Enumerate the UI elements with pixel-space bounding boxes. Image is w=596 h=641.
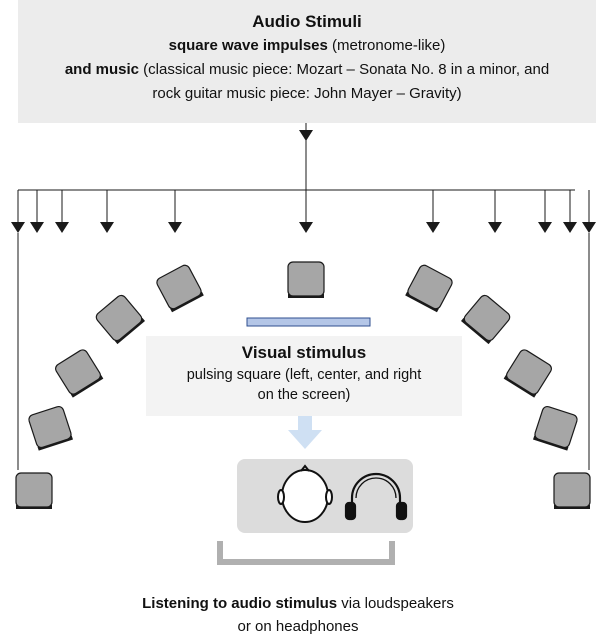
visual-stimulus-text: Visual stimulus pulsing square (left, ce…	[146, 341, 462, 405]
visual-stimulus-title: Visual stimulus	[241, 343, 367, 362]
audio-stimuli-title: Audio Stimuli	[252, 12, 362, 31]
speaker-feeds	[11, 190, 596, 470]
loudspeaker-icon	[553, 472, 591, 509]
loudspeaker-icon	[460, 294, 511, 345]
audio-stimuli-line-4: rock guitar music piece: John Mayer – Gr…	[152, 85, 462, 102]
loudspeaker-icon	[503, 349, 552, 398]
loudspeaker-icon	[95, 294, 146, 345]
loudspeaker-icon	[533, 405, 578, 451]
screen-icon	[246, 317, 371, 327]
loudspeaker-icon	[28, 405, 73, 451]
visual-stimulus-line-3: on the screen)	[257, 387, 351, 403]
seat-bracket	[217, 541, 395, 565]
listening-line-1: Listening to audio stimulus via loudspea…	[142, 595, 454, 612]
listening-line-2: or on headphones	[237, 618, 359, 635]
loudspeakers	[15, 261, 591, 509]
feed-lines	[18, 123, 575, 191]
audio-stimuli-line-3: and music (classical music piece: Mozart…	[64, 61, 550, 78]
feed-arrow-icon	[582, 222, 596, 233]
feed-arrow-icon	[299, 222, 313, 233]
visual-stimulus-box	[146, 336, 462, 416]
feed-arrow-icon	[168, 222, 182, 233]
feed-arrow-icon	[538, 222, 552, 233]
feed-arrow-icon	[100, 222, 114, 233]
feed-arrow-icon	[11, 222, 25, 233]
loudspeaker-icon	[55, 349, 104, 398]
feed-arrow-icon	[426, 222, 440, 233]
down-arrow-icon	[288, 416, 322, 449]
audio-stimuli-line-2: square wave impulses (metronome-like)	[168, 37, 446, 54]
top-down-arrow-icon	[299, 130, 313, 141]
feed-arrow-icon	[55, 222, 69, 233]
feed-arrow-icon	[30, 222, 44, 233]
audio-stimuli-box	[18, 0, 596, 123]
visual-stimulus-line-2: pulsing square (left, center, and right	[186, 367, 422, 383]
headphones-icon	[344, 472, 408, 521]
loudspeaker-icon	[405, 264, 453, 313]
loudspeaker-icon	[156, 264, 204, 313]
head-icon	[277, 464, 333, 523]
loudspeaker-icon	[15, 472, 53, 509]
audio-stimuli-text: Audio Stimuli square wave impulses (metr…	[18, 10, 596, 106]
loudspeaker-icon	[287, 261, 325, 298]
feed-arrow-icon	[488, 222, 502, 233]
feed-arrow-icon	[563, 222, 577, 233]
listening-caption: Listening to audio stimulus via loudspea…	[0, 592, 596, 638]
